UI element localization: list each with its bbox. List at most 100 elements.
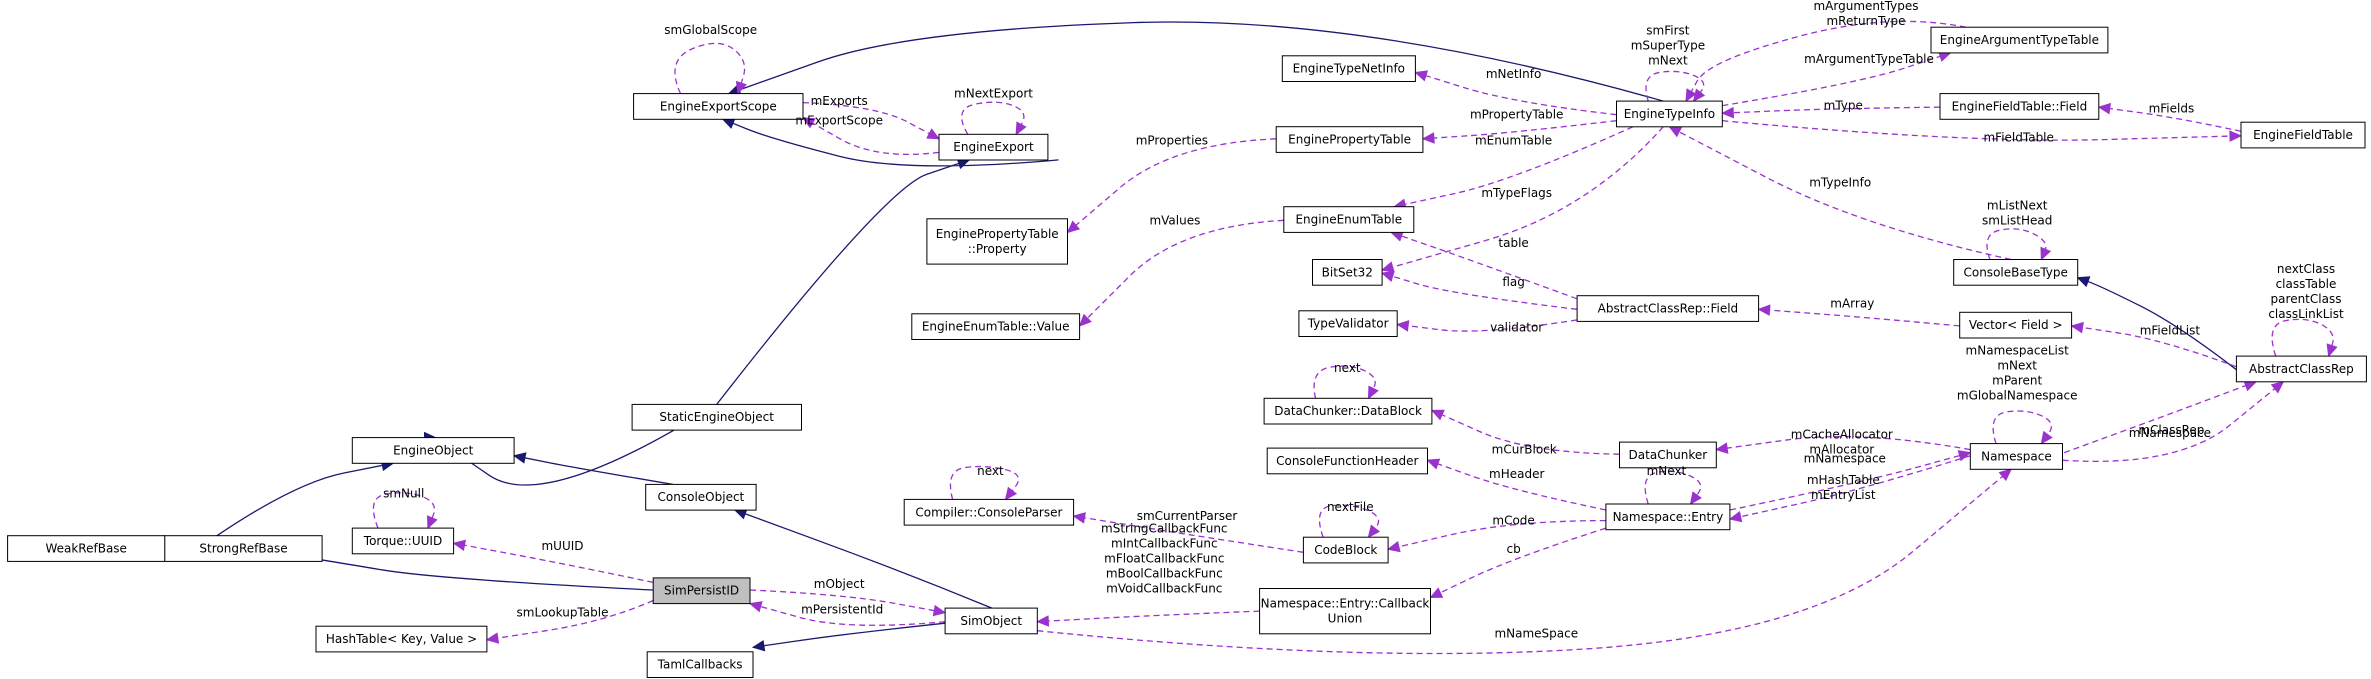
- usage-edge-EngineTypeInfo-EngineArgumentTypeTable: [1722, 50, 1952, 107]
- edge-label: mNamespace: [2129, 426, 2211, 440]
- edge-line: [1716, 435, 1971, 451]
- class-node-label: Vector< Field >: [1969, 318, 2063, 332]
- edge-arrowhead: [1367, 385, 1379, 400]
- class-node-EnginePropertyTable[interactable]: EnginePropertyTable: [1275, 126, 1424, 153]
- class-node-EngineTypeInfo[interactable]: EngineTypeInfo: [1616, 100, 1723, 128]
- usage-edge-EngineExport-EngineExport: [961, 101, 1027, 136]
- edge-arrowhead: [1078, 313, 1092, 327]
- class-node-label: ConsoleObject: [658, 490, 745, 504]
- usage-edge-Namespace-AbstractClassRep: [2062, 380, 2285, 462]
- class-node-label: Compiler::ConsoleParser: [915, 505, 1062, 519]
- edge-line: [1381, 126, 1664, 271]
- edge-arrowhead: [512, 452, 527, 464]
- class-node-label: TypeValidator: [1307, 317, 1389, 331]
- class-node-TamlCallbacks[interactable]: TamlCallbacks: [646, 651, 754, 678]
- edge-arrowhead: [1668, 126, 1683, 138]
- usage-edge-SimPersistID-HashTable: [485, 599, 654, 644]
- edge-arrowhead: [1728, 510, 1743, 523]
- edge-line: [961, 101, 1025, 135]
- class-node-ConsoleFunctionHeader[interactable]: ConsoleFunctionHeader: [1266, 447, 1428, 475]
- class-node-BitSet32[interactable]: BitSet32: [1312, 259, 1383, 286]
- class-node-AbstractClassRepField[interactable]: AbstractClassRep::Field: [1576, 295, 1760, 322]
- class-node-EngineEnumTableValue[interactable]: EngineEnumTable::Value: [911, 313, 1081, 340]
- edge-label: mHashTable: [1807, 473, 1880, 487]
- class-node-label: AbstractClassRep: [2249, 362, 2354, 376]
- class-node-EngineFieldTable[interactable]: EngineFieldTable: [2240, 121, 2366, 149]
- class-node-box: [645, 483, 757, 511]
- edge-line: [1381, 272, 1578, 310]
- class-node-StaticEngineObject[interactable]: StaticEngineObject: [631, 403, 802, 431]
- class-node-box: [1939, 93, 2100, 120]
- edge-arrowhead: [2229, 130, 2243, 142]
- class-node-EngineExportScope[interactable]: EngineExportScope: [633, 93, 804, 120]
- class-node-label: Torque::UUID: [363, 534, 442, 548]
- usage-edge-SimPersistID-TorqueUUID: [452, 539, 654, 584]
- edge-line: [1645, 70, 1705, 102]
- edge-arrowhead: [2326, 343, 2338, 358]
- class-node-TypeValidator[interactable]: TypeValidator: [1298, 310, 1398, 337]
- edge-arrowhead: [2270, 380, 2285, 394]
- class-node-CompilerConsoleParser[interactable]: Compiler::ConsoleParser: [903, 498, 1075, 526]
- class-node-box: [944, 607, 1038, 635]
- class-node-DataBlock[interactable]: DataChunker::DataBlock: [1263, 397, 1433, 425]
- edge-line: [2071, 325, 2237, 368]
- edge-line: [2062, 381, 2284, 462]
- class-node-CodeBlock[interactable]: CodeBlock: [1302, 536, 1389, 564]
- class-node-ConsoleObject[interactable]: ConsoleObject: [645, 483, 757, 511]
- class-node-VectorField[interactable]: Vector< Field >: [1959, 311, 2073, 339]
- class-node-box: [903, 498, 1075, 526]
- edge-arrowhead: [1421, 132, 1435, 144]
- edge-arrowhead: [1689, 491, 1702, 505]
- edge-arrowhead: [1015, 121, 1027, 136]
- class-node-StrongRefBase[interactable]: StrongRefBase: [164, 535, 323, 562]
- edge-line: [1390, 231, 1578, 300]
- class-node-label: AbstractClassRep::Field: [1598, 302, 1739, 316]
- inheritance-edge-SimObject-ConsoleObject: [733, 508, 993, 609]
- edge-label: mExports: [811, 94, 868, 108]
- class-node-box: [1298, 310, 1398, 337]
- edge-arrowhead: [1957, 450, 1972, 462]
- edge-label: nextFile: [1327, 500, 1374, 514]
- class-node-AbstractClassRep[interactable]: AbstractClassRep: [2235, 355, 2367, 383]
- class-node-WeakRefBase[interactable]: WeakRefBase: [7, 535, 166, 562]
- class-node-SimPersistID[interactable]: SimPersistID: [652, 577, 751, 605]
- edge-label: mFieldTable: [1983, 130, 2053, 144]
- class-node-Namespace[interactable]: Namespace: [1969, 443, 2064, 470]
- class-node-DataChunker[interactable]: DataChunker: [1619, 441, 1717, 469]
- class-node-EngineObject[interactable]: EngineObject: [351, 437, 515, 464]
- edge-arrowhead: [926, 128, 941, 140]
- class-node-ConsoleBaseType[interactable]: ConsoleBaseType: [1953, 259, 2079, 286]
- class-node-HashTable[interactable]: HashTable< Key, Value >: [315, 625, 488, 653]
- class-node-EngineFieldTableField[interactable]: EngineFieldTable::Field: [1939, 93, 2100, 120]
- class-node-EngineEnumTable[interactable]: EngineEnumTable: [1283, 206, 1415, 233]
- class-node-box: [1259, 588, 1431, 635]
- class-node-EngineTypeNetInfo[interactable]: EngineTypeNetInfo: [1281, 55, 1416, 82]
- edge-arrowhead: [426, 515, 438, 530]
- usage-edge-ConsoleBaseType-ConsoleBaseType: [1986, 228, 2052, 261]
- edge-label: nextClass: [2277, 262, 2335, 276]
- edge-arrowhead: [1386, 541, 1401, 553]
- edge-line: [1729, 452, 1971, 511]
- usage-edge-EngineTypeInfo-EngineTypeInfo: [1645, 70, 1706, 103]
- edge-line: [264, 550, 654, 591]
- class-node-label: EnginePropertyTable: [1288, 133, 1411, 147]
- edge-line: [2098, 106, 2242, 132]
- inheritance-edge-SimObject-TamlCallbacks: [751, 622, 946, 652]
- edge-arrowhead: [1072, 512, 1086, 524]
- inheritance-edge-ConsoleObject-EngineObject: [512, 452, 674, 486]
- edge-arrowhead: [735, 80, 747, 95]
- class-node-EngineExport[interactable]: EngineExport: [938, 133, 1049, 161]
- edge-label: mFieldList: [2140, 323, 2201, 337]
- edge-line: [1644, 470, 1702, 505]
- edge-label: mArgumentTypes: [1813, 0, 1918, 13]
- class-node-SimObject[interactable]: SimObject: [944, 607, 1038, 635]
- class-node-NamespaceEntry[interactable]: Namespace::Entry: [1605, 503, 1731, 531]
- class-node-EnginePropertyTableProperty[interactable]: EnginePropertyTable::Property: [926, 218, 1069, 265]
- edge-arrowhead: [2040, 246, 2052, 261]
- edge-line: [728, 21, 1664, 102]
- edge-label: smFirst: [1646, 23, 1689, 37]
- class-node-TorqueUUID[interactable]: Torque::UUID: [351, 527, 455, 555]
- class-node-EngineArgumentTypeTable[interactable]: EngineArgumentTypeTable: [1930, 26, 2109, 54]
